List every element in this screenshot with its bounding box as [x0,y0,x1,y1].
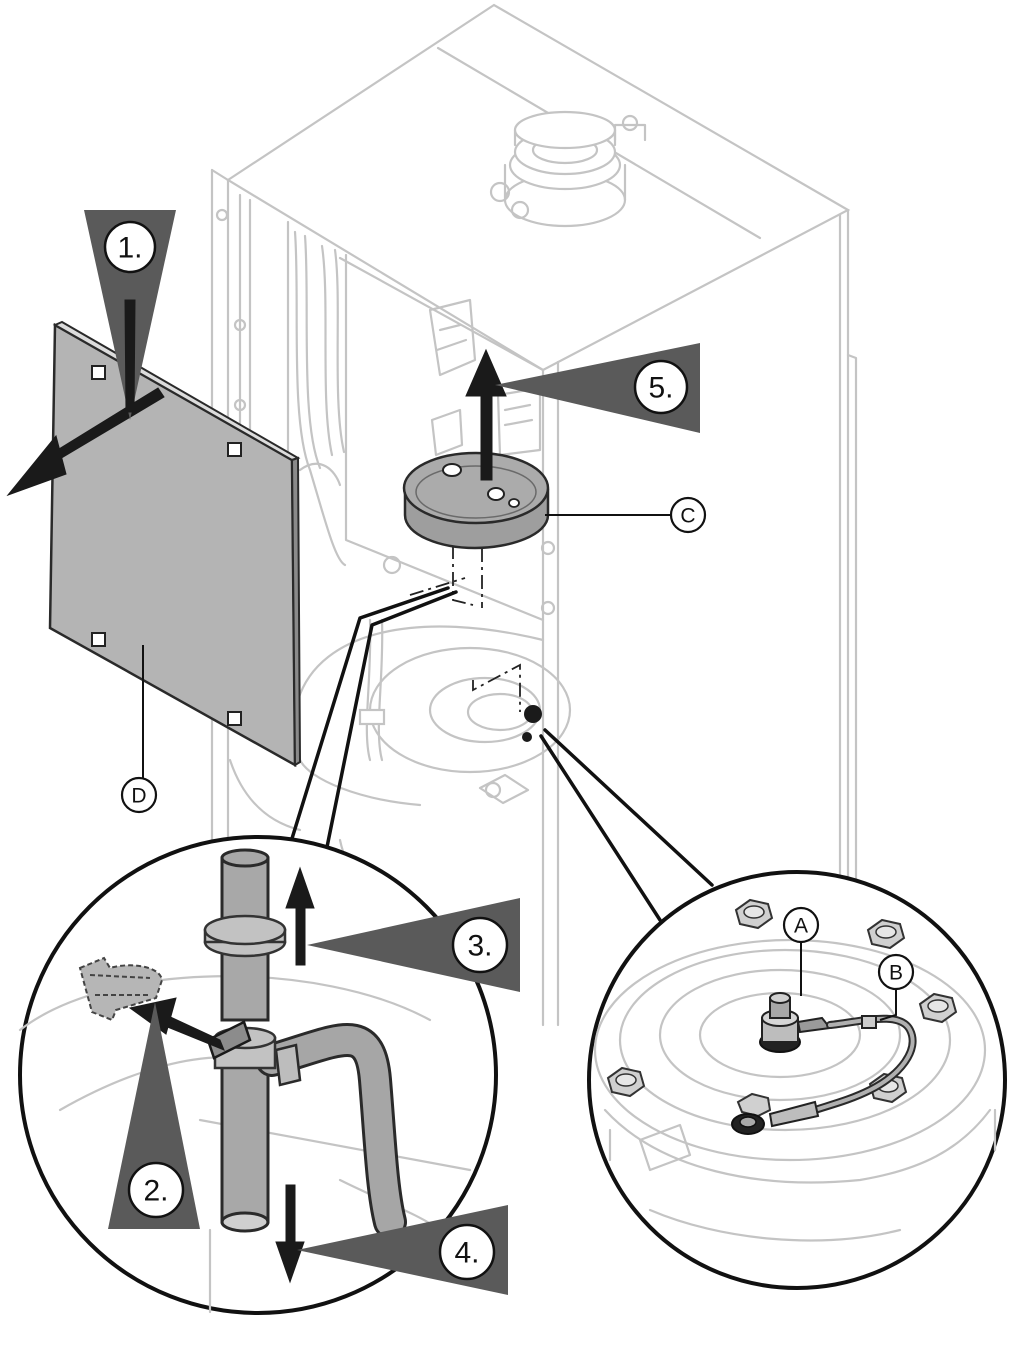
part-label-c: C [669,496,707,534]
part-label-a: A [782,906,820,944]
side-panel [48,320,302,768]
flange-bolt [734,898,774,930]
part-label-c-text: C [680,505,695,528]
step-5-label: 5. [648,372,673,405]
burner-cover [402,451,550,712]
step-marker-2: 2. [108,1002,200,1229]
step-1-label: 1. [117,232,142,265]
step-marker-5: 5. [495,343,700,433]
part-label-b: B [877,953,915,991]
step-2-label: 2. [143,1175,168,1208]
panel-removal-arrow [6,387,165,497]
step-marker-1: 1. [84,210,176,420]
detail-callout-lines [288,586,714,922]
lift-up-arrow [465,348,507,481]
panel-slot [91,632,106,647]
step-3-label: 3. [467,930,492,963]
part-label-d: D [120,776,158,814]
flange-bolt [606,1066,646,1098]
leader-lines [142,514,897,1021]
flange-bolt [918,992,958,1024]
step-marker-3: 3. [307,898,520,992]
panel-slot [227,711,242,726]
earth-cable [731,1014,917,1135]
part-label-a-text: A [794,915,808,938]
step-4-label: 4. [454,1237,479,1270]
part-label-b-text: B [889,962,903,985]
panel-slot [227,442,242,457]
panel-slot [91,365,106,380]
flange-bolt [866,918,906,950]
flange-bolt [736,1092,772,1118]
part-label-d-text: D [131,785,146,808]
step-marker-4: 4. [297,1205,508,1295]
